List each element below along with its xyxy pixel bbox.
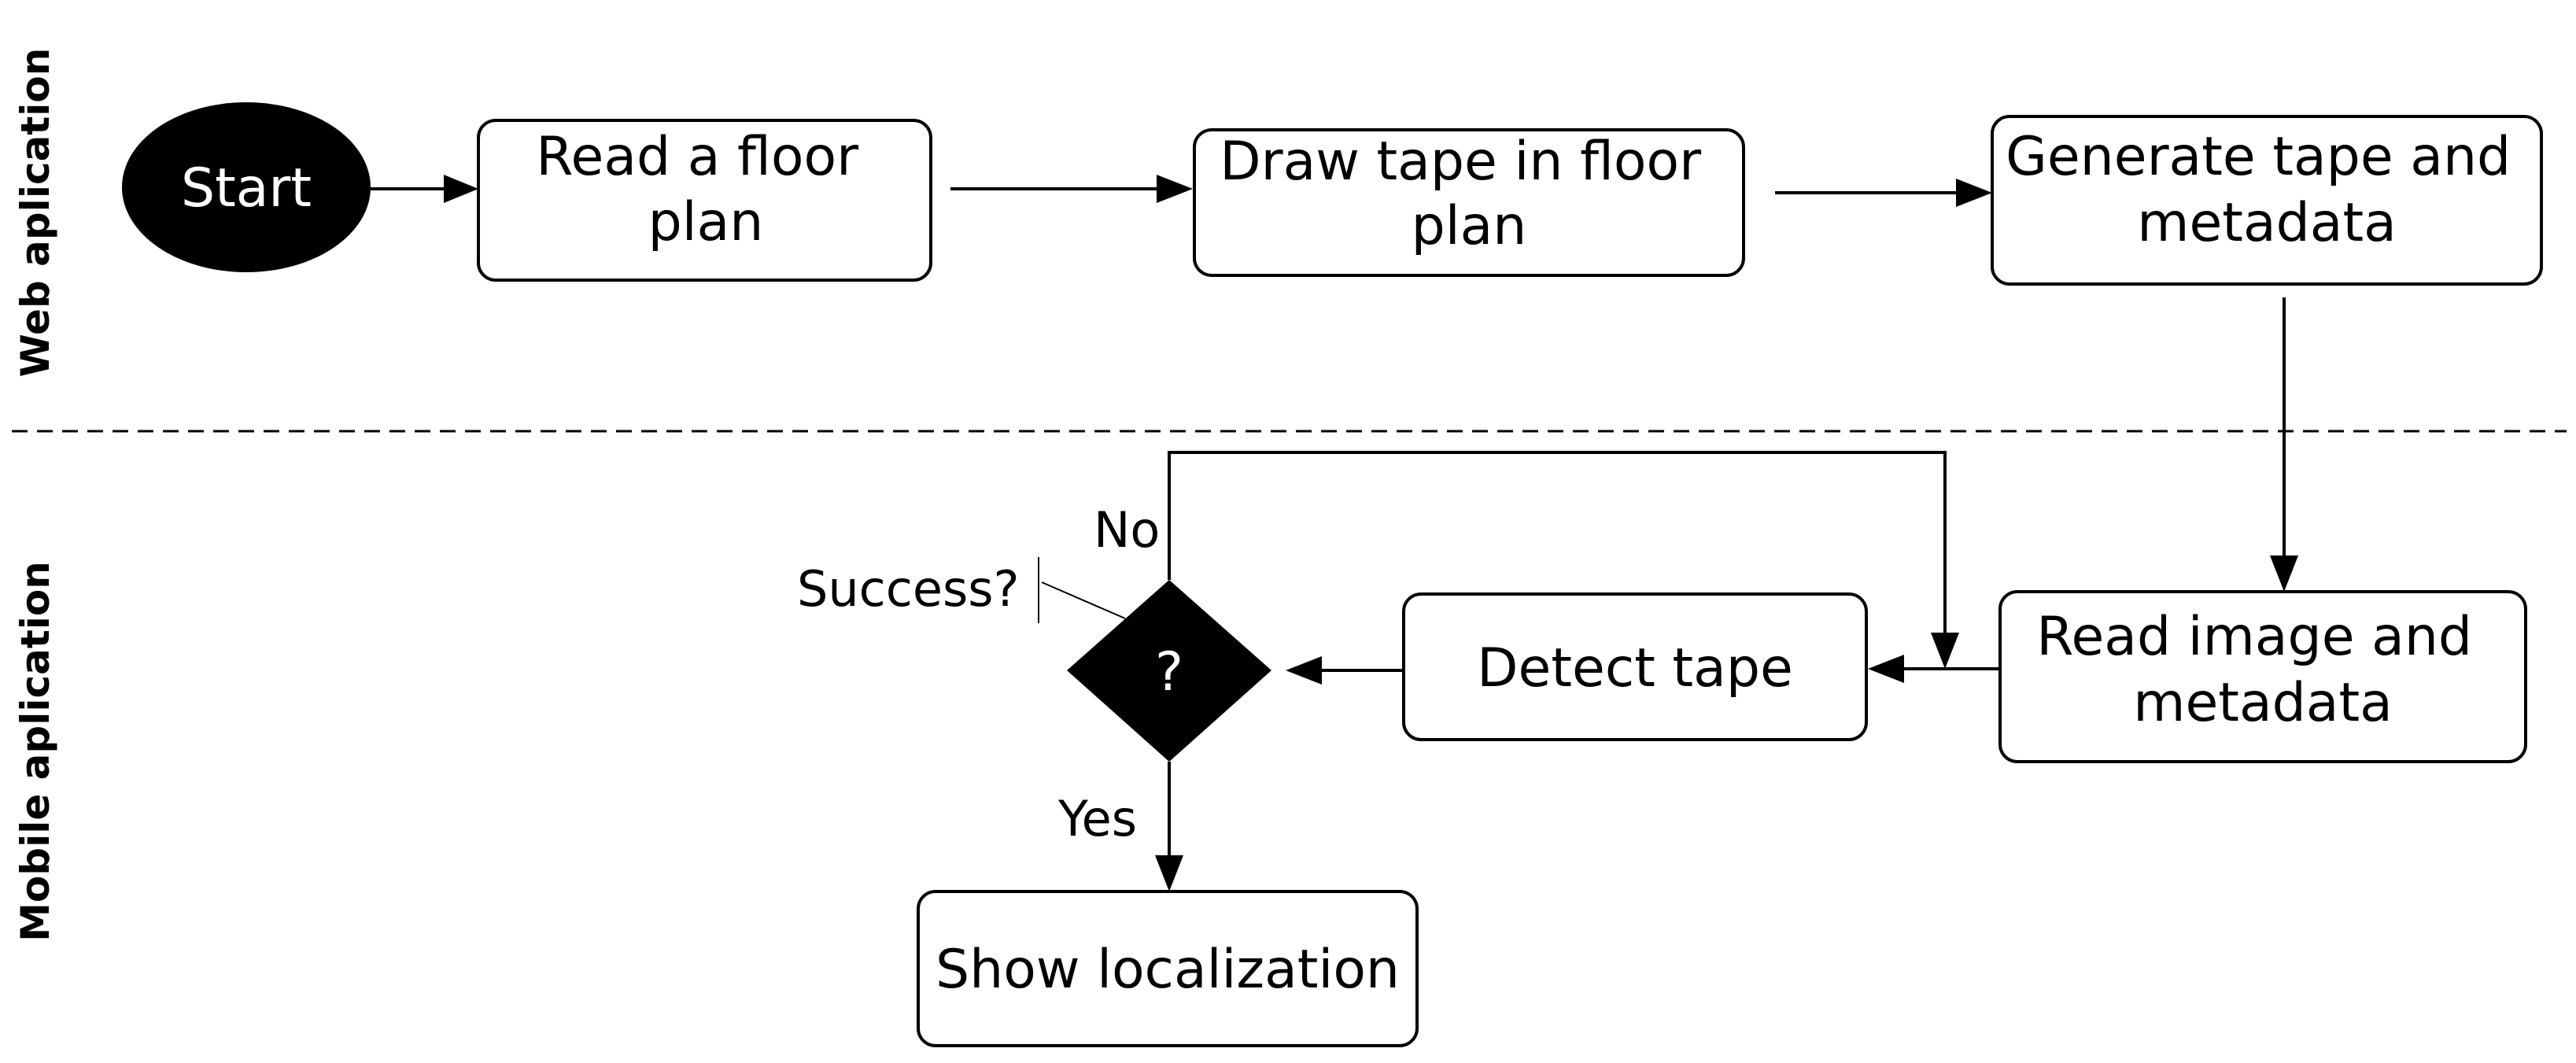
generate-tape-node bbox=[1991, 115, 2543, 286]
arrowhead-no-loop bbox=[1931, 633, 1959, 669]
arrow-no-loop bbox=[1168, 451, 1947, 636]
draw-tape-node bbox=[1193, 128, 1745, 277]
arrowhead-detect-tape bbox=[1868, 655, 1904, 683]
yes-label: Yes bbox=[1057, 790, 1137, 847]
detect-tape-label: Detect tape bbox=[1477, 637, 1793, 699]
read-floor-plan-label: Read a floor plan bbox=[536, 126, 875, 253]
lane-label-mobile: Mobile aplication bbox=[13, 561, 58, 942]
start-node bbox=[122, 102, 371, 272]
draw-tape-label: Draw tape in floor plan bbox=[1220, 131, 1718, 257]
decision-label: ? bbox=[1155, 641, 1183, 703]
arrowhead-decision bbox=[1286, 656, 1322, 685]
success-annotation: Success? bbox=[797, 560, 1019, 618]
show-localization-node bbox=[917, 890, 1419, 1047]
no-label: No bbox=[1094, 501, 1160, 559]
read-floor-plan-node bbox=[477, 119, 932, 282]
arrowhead-generate-tape bbox=[1956, 179, 1992, 207]
arrowhead-show-localization bbox=[1155, 855, 1183, 891]
arrowhead-read-image bbox=[2270, 555, 2298, 592]
arrowhead-draw-tape bbox=[1157, 175, 1193, 203]
read-image-label: Read image and metadata bbox=[2036, 606, 2489, 734]
arrowhead-read-floor-plan bbox=[444, 175, 478, 203]
generate-tape-label: Generate tape and metadata bbox=[2006, 126, 2528, 254]
start-label: Start bbox=[181, 157, 312, 220]
show-localization-label: Show localization bbox=[936, 939, 1400, 1001]
annotation-leader bbox=[1041, 581, 1126, 619]
read-image-node bbox=[1998, 590, 2527, 763]
decision-node bbox=[1067, 580, 1271, 762]
detect-tape-node bbox=[1402, 592, 1868, 741]
lane-label-web: Web aplication bbox=[13, 48, 58, 378]
